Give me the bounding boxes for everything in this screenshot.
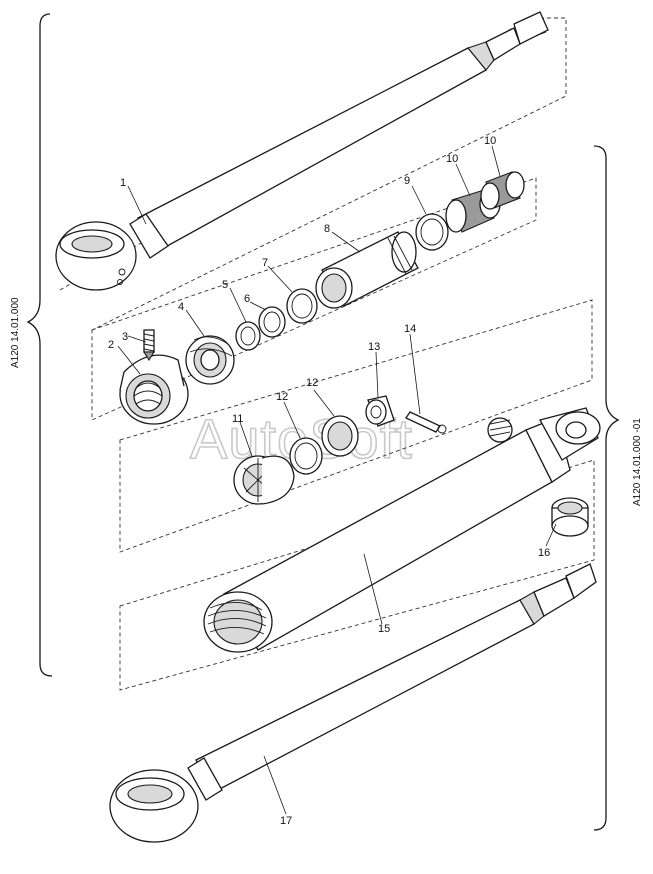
upper-rod-envelope	[59, 17, 567, 331]
callout-1: 1	[120, 177, 126, 189]
part-16-bush	[551, 497, 589, 537]
callout-11: 11	[232, 413, 243, 425]
callout-16: 16	[538, 547, 550, 559]
part-15-cylinder-barrel	[203, 407, 601, 653]
right-assembly-label: A120 14.01.000 -01	[632, 418, 643, 506]
callout-6: 6	[244, 293, 250, 305]
part-13-nut	[365, 395, 395, 427]
part-6-seal-ring	[258, 306, 286, 338]
part-8-piston	[315, 231, 419, 309]
part-12-wiper-b	[321, 415, 359, 457]
part-5-seal-ring	[235, 321, 261, 351]
callout-14: 14	[404, 323, 416, 335]
part-7-seal-ring	[286, 288, 318, 324]
callout-10-b: 10	[484, 135, 496, 147]
callout-2: 2	[108, 339, 114, 351]
callout-12-a: 12	[276, 391, 288, 403]
part-12-wiper-a	[289, 437, 323, 475]
callout-13: 13	[368, 341, 380, 353]
callout-5: 5	[222, 279, 228, 291]
callout-numbers: 1 2 3 4 5 6 7 8 9 10 10 11 12 12 13 14 1…	[108, 135, 550, 827]
callout-7: 7	[262, 257, 268, 269]
callout-12-b: 12	[306, 377, 318, 389]
part-14-cotter-pin	[405, 411, 447, 434]
part-10-bush-b	[480, 171, 525, 210]
left-assembly-brace	[26, 13, 53, 677]
part-2-gland-nut	[119, 354, 189, 425]
callout-4: 4	[178, 301, 184, 313]
part-3-set-screw	[143, 329, 155, 362]
part-17-piston-rod	[109, 563, 597, 843]
right-assembly-brace	[593, 145, 620, 831]
part-4-gland-bushing	[185, 335, 235, 385]
callout-10-a: 10	[446, 153, 458, 165]
piston-parts-envelope	[91, 177, 537, 421]
callout-8: 8	[324, 223, 330, 235]
part-11-gland-sleeve	[233, 455, 295, 505]
callout-9: 9	[404, 175, 410, 187]
part-9-piston-ring	[415, 213, 449, 251]
callout-15: 15	[378, 623, 390, 635]
left-assembly-label: A120 14.01.000	[10, 297, 21, 368]
callout-3: 3	[122, 331, 128, 343]
part-1-piston-rod	[55, 11, 549, 291]
callout-17: 17	[280, 815, 292, 827]
leader-lines	[117, 145, 557, 815]
